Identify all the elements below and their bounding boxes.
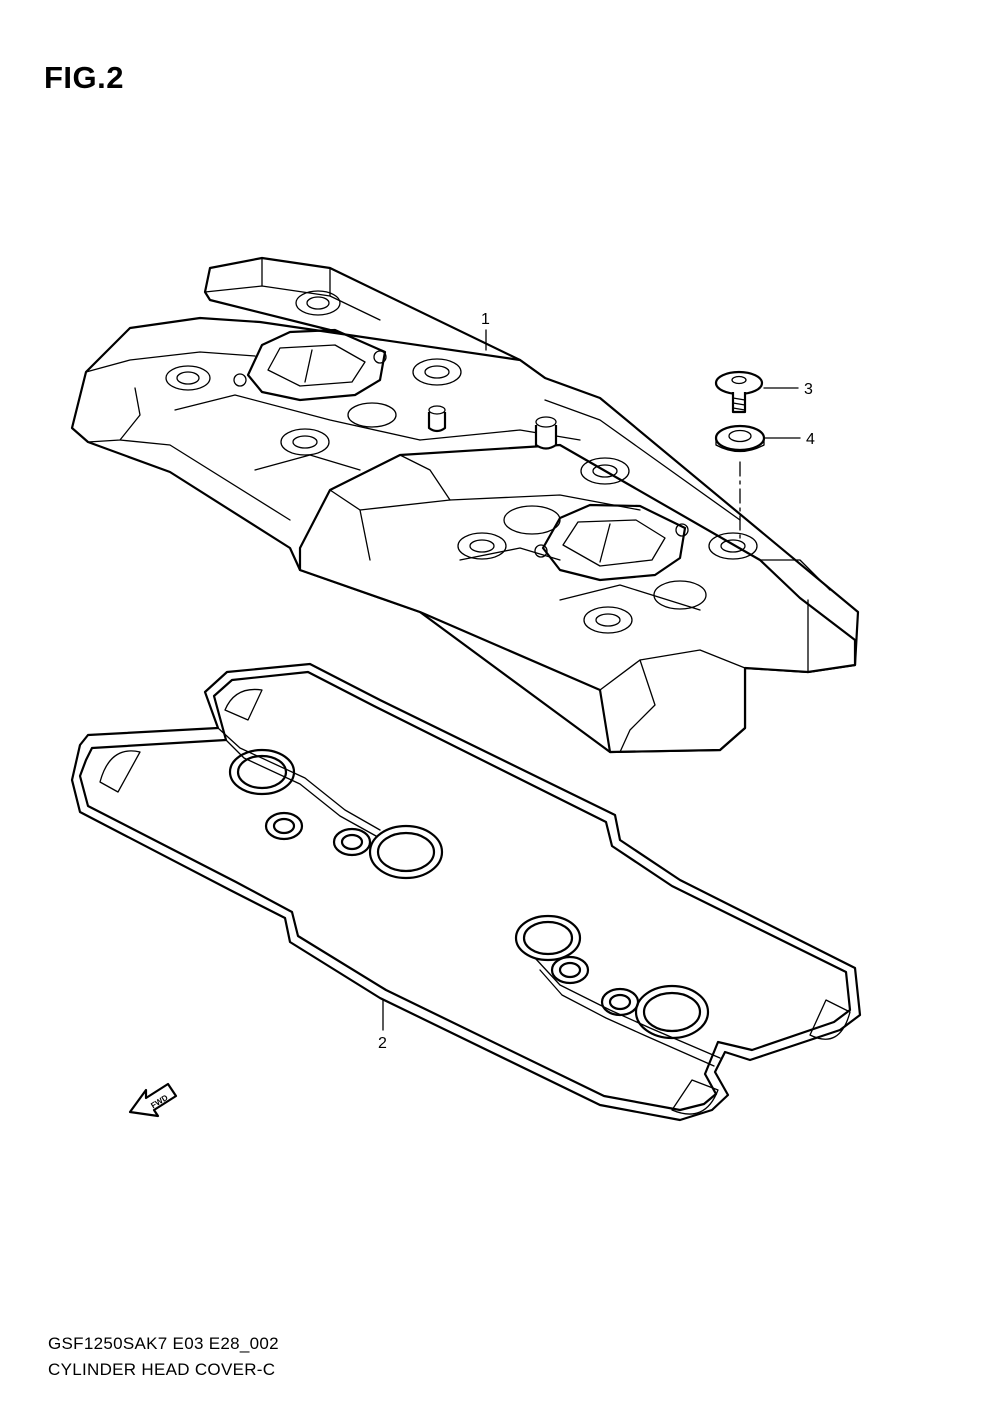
callout-3: 3 [804, 381, 813, 398]
callout-4: 4 [806, 431, 815, 448]
callout-leaders [382, 329, 801, 1031]
cover-washer [714, 424, 766, 453]
callout-1: 1 [481, 311, 490, 328]
forward-arrow-icon: FWD [128, 1082, 178, 1118]
cover-bolt [714, 370, 764, 414]
part-group-name: CYLINDER HEAD COVER-C [48, 1360, 276, 1379]
model-code: GSF1250SAK7 E03 E28_002 [48, 1334, 279, 1353]
figure-title: FIG.2 [44, 60, 125, 95]
gasket-plug-seals [228, 748, 710, 1040]
cylinder-head-cover [70, 256, 860, 754]
cover-gasket [70, 662, 862, 1122]
callout-2: 2 [378, 1035, 387, 1052]
cover-bolt-bosses [165, 290, 758, 634]
